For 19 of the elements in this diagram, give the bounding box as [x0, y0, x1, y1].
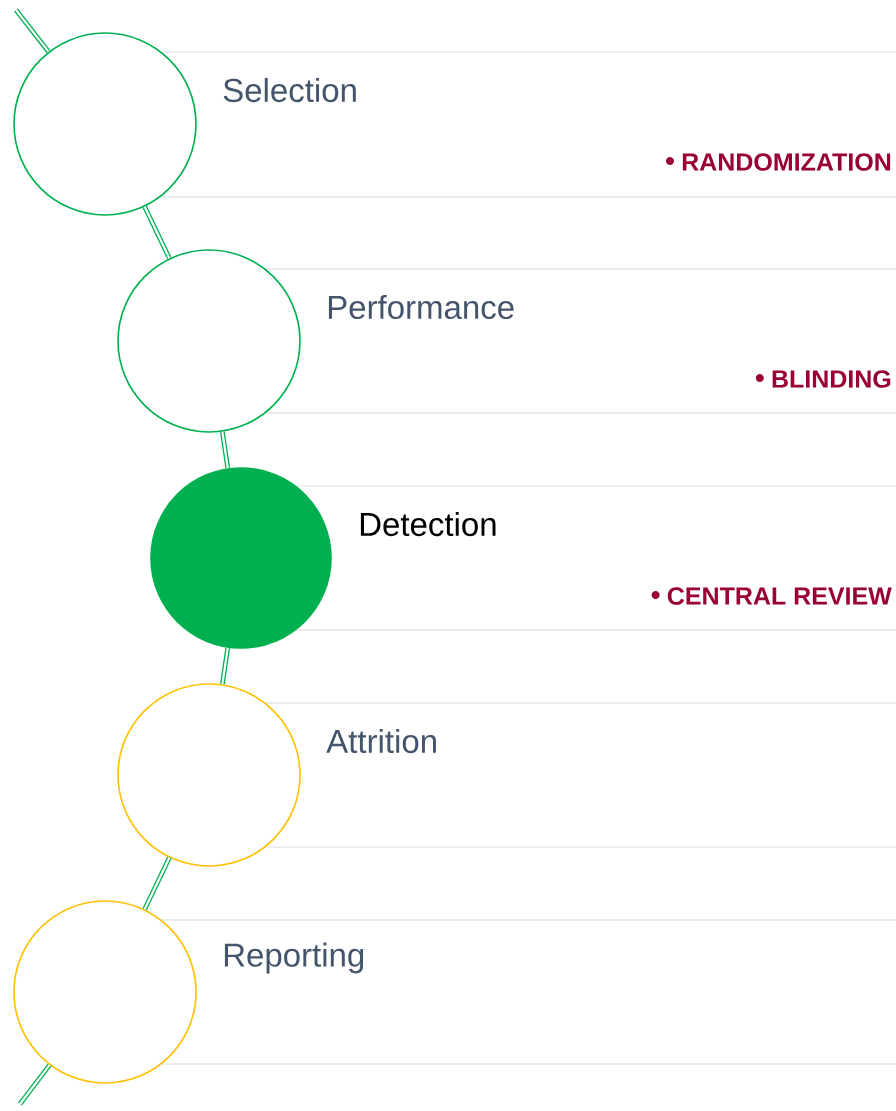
- circle: [117, 683, 301, 867]
- heading: Selection: [223, 77, 356, 103]
- bullet-item: RANDOMIZATION: [666, 153, 891, 171]
- circle: [117, 249, 301, 433]
- connector-line: [220, 647, 231, 685]
- bullet-item: CENTRAL REVIEW: [651, 587, 892, 605]
- connector-line: [142, 856, 172, 911]
- circle: [13, 900, 197, 1084]
- bullet-item: BLINDING: [755, 370, 891, 388]
- heading: Reporting: [224, 942, 364, 974]
- heading: Performance: [328, 294, 514, 320]
- circle: [150, 467, 332, 649]
- connector-line: [18, 1063, 52, 1106]
- connector-line: [142, 205, 172, 260]
- circle: [13, 32, 197, 216]
- heading: Attrition: [326, 728, 436, 754]
- connector-line: [220, 431, 231, 469]
- connector-line: [14, 8, 51, 54]
- heading: Detection: [360, 511, 496, 537]
